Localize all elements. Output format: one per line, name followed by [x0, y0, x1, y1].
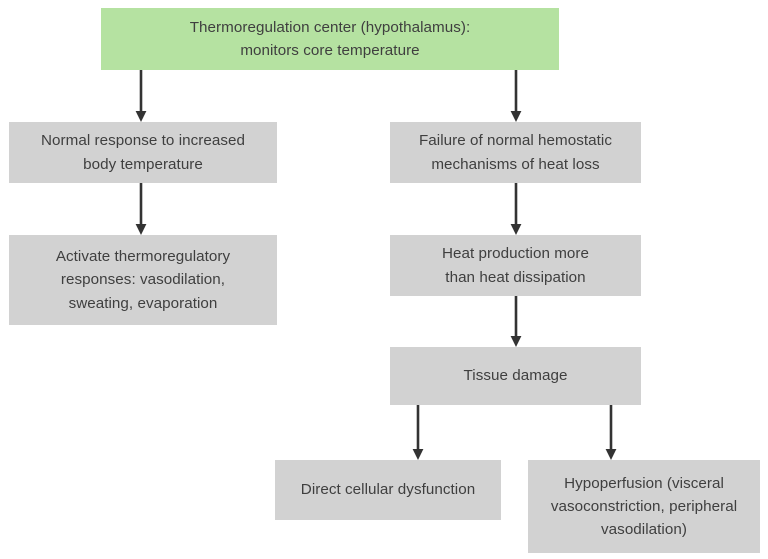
node-direct-cellular-dysfunction[interactable]: Direct cellular dysfunction	[275, 460, 501, 520]
node-normal-response[interactable]: Normal response to increased body temper…	[9, 122, 277, 183]
arrow-failure-to-heat-production	[508, 183, 524, 235]
arrow-center-to-normal-response	[133, 70, 149, 122]
node-thermoregulation-center[interactable]: Thermoregulation center (hypothalamus): …	[101, 8, 559, 70]
node-heat-production[interactable]: Heat production more than heat dissipati…	[390, 235, 641, 296]
node-activate-thermoregulatory[interactable]: Activate thermoregulatory responses: vas…	[9, 235, 277, 325]
node-failure-hemostatic[interactable]: Failure of normal hemostatic mechanisms …	[390, 122, 641, 183]
node-hypoperfusion[interactable]: Hypoperfusion (visceral vasoconstriction…	[528, 460, 760, 553]
arrow-normal-response-to-activate	[133, 183, 149, 235]
arrow-tissue-damage-to-hypoperfusion	[603, 405, 619, 460]
arrow-heat-production-to-tissue-damage	[508, 296, 524, 347]
arrow-center-to-failure-hemostatic	[508, 70, 524, 122]
arrow-tissue-damage-to-direct-cellular	[410, 405, 426, 460]
node-tissue-damage[interactable]: Tissue damage	[390, 347, 641, 405]
